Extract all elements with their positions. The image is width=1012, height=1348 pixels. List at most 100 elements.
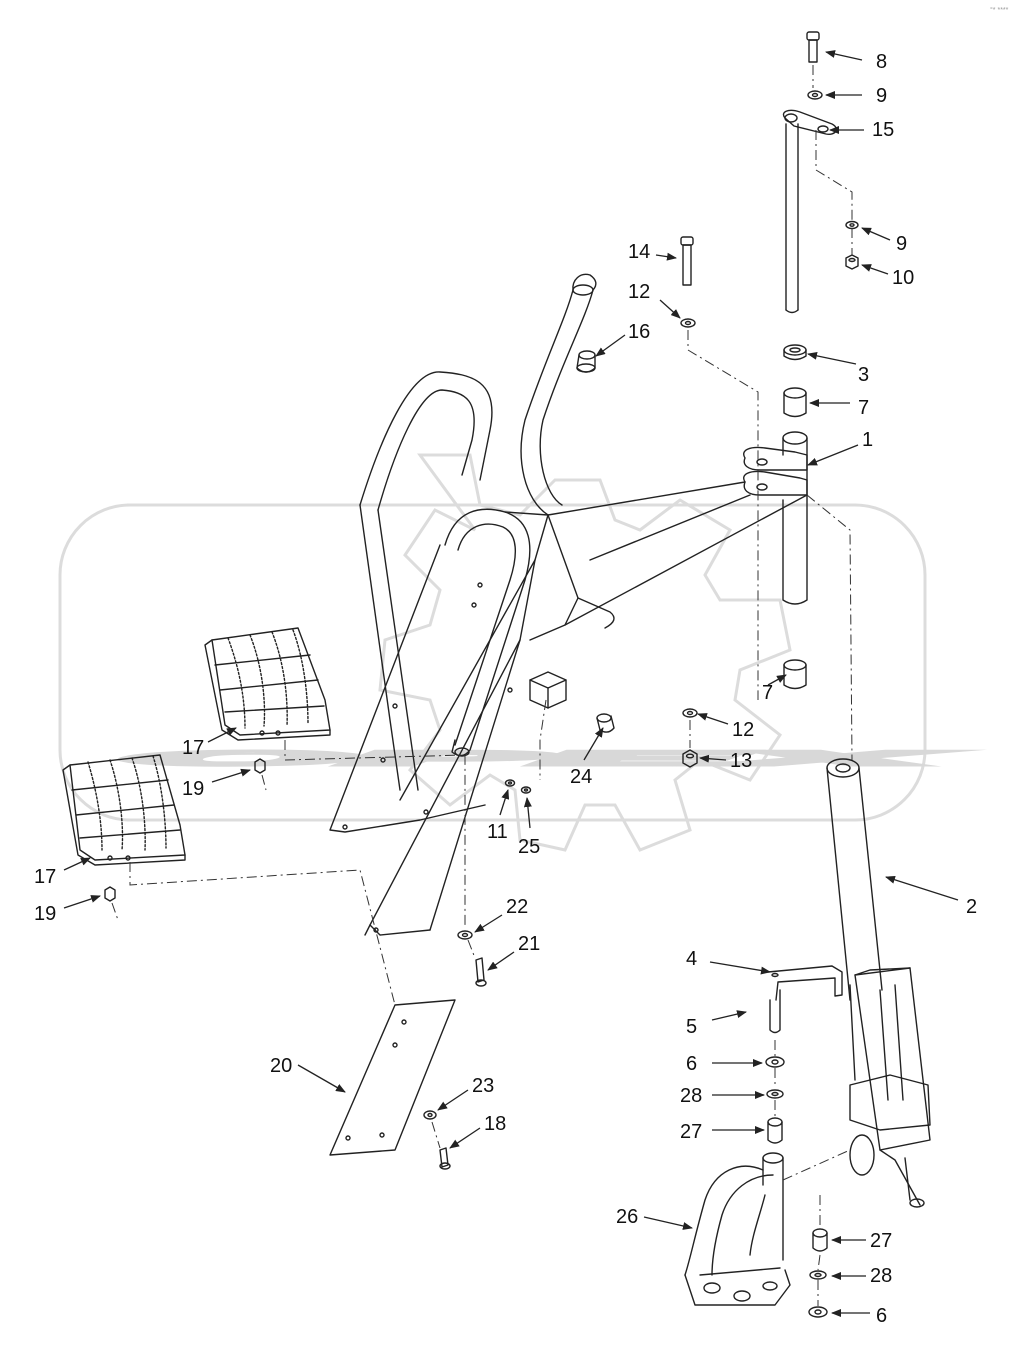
parts [62,31,931,1318]
washer-28b-icon [809,1270,827,1280]
callout-6-label: 6 [686,1053,697,1075]
callout-12b: 12 [697,713,754,741]
pin-5-icon [769,989,781,1034]
bushing-3-icon [783,344,807,361]
bumper-16-icon [576,350,596,373]
callout-16: 16 [595,321,650,357]
callout-9b: 9 [861,227,907,255]
callout-2: 2 [885,875,977,918]
callout-27-label: 27 [680,1121,702,1143]
bushing-27b-icon [812,1228,828,1252]
bolt-21-icon [475,957,487,987]
callout-24-label: 24 [570,766,592,788]
bushing-7-icon [783,387,807,418]
callout-4: 4 [686,948,771,975]
callout-22: 22 [474,896,528,933]
callout-19b-label: 19 [34,903,56,925]
washer-22-icon [457,930,473,940]
bolt-18-icon [439,1147,451,1170]
washer-6b-icon [808,1306,828,1318]
bolt-14-icon [680,236,694,286]
bracket-4-icon [767,965,843,1001]
bolt-8-icon [806,31,820,63]
callout-13: 13 [699,750,752,772]
watermark-frame [58,503,927,822]
callout-26-label: 26 [616,1206,638,1228]
washer-12-icon [680,318,696,328]
callout-2-label: 2 [966,896,977,918]
callout-9-label: 9 [876,85,887,107]
callout-11: 11 [487,789,510,843]
callout-27b: 27 [831,1230,892,1252]
shaft-15-icon [782,109,837,314]
arm-2-icon [826,758,931,1208]
callout-21-label: 21 [518,933,540,955]
handle-top-icon [520,273,597,516]
callout-19-label: 19 [182,778,204,800]
callout-20-label: 20 [270,1055,292,1077]
callout-15: 15 [829,119,894,141]
bumper-block-icon [529,671,567,709]
callout-27: 27 [680,1121,765,1143]
bracket-1-icon [547,431,808,626]
callouts: 8 9 15 9 10 1 4 12 16 [34,50,977,1327]
callout-28: 28 [680,1085,765,1107]
callout-18-label: 18 [484,1113,506,1135]
callout-18: 18 [449,1113,506,1149]
callout-5: 5 [686,1010,747,1038]
callout-15-label: 15 [872,119,894,141]
watermark-text: OPEX [125,748,949,770]
callout-9b-label: 9 [896,233,907,255]
callout-17: 17 [182,727,237,759]
callout-5-label: 5 [686,1016,697,1038]
nut-13-icon [682,749,698,768]
callout-11-label: 11 [487,821,508,843]
callout-6b: 6 [831,1305,887,1327]
step-17-upper-icon [204,627,331,741]
callout-19b: 19 [34,895,101,925]
callout-21: 21 [487,933,540,971]
nut-19-lower-icon [104,886,116,902]
step-17-lower-icon [62,754,186,866]
callout-23: 23 [437,1075,494,1111]
callout-3-label: 3 [858,364,869,386]
callout-23-label: 23 [472,1075,494,1097]
bushing-7b-icon [783,659,807,690]
callout-17-label: 17 [182,737,204,759]
nut-25-icon [520,786,532,794]
callout-19: 19 [182,768,251,800]
callout-12-label: 12 [628,281,650,303]
callout-12: 12 [628,281,681,319]
callout-7: 7 [809,397,869,419]
callout-1-label: 1 [862,429,873,451]
hoop-handle-icon [359,371,493,791]
callout-7-label: 7 [858,397,869,419]
bushing-27a-icon [767,1117,783,1144]
callout-25: 25 [518,797,540,858]
plate-20-icon [329,999,456,1156]
callout-26: 26 [616,1206,693,1230]
callout-13-label: 13 [730,750,752,772]
callout-12b-label: 12 [732,719,754,741]
callout-6b-label: 6 [876,1305,887,1327]
callout-28b: 28 [831,1265,892,1287]
nut-10-icon [845,254,859,270]
callout-16-label: 16 [628,321,650,343]
callout-28b-label: 28 [870,1265,892,1287]
callout-3: 3 [807,351,869,386]
washer-6a-icon [765,1056,785,1068]
callout-4-label: 4 [686,948,697,970]
callout-6: 6 [686,1053,763,1075]
callout-9: 9 [825,85,887,107]
watermark-gear-outline [378,453,792,852]
callout-7b-label: 7 [762,682,773,704]
callout-8-label: 8 [876,51,887,73]
callout-10: 10 [861,264,914,289]
nut-19-upper-icon [254,758,266,774]
callout-28-label: 28 [680,1085,702,1107]
callout-17b-label: 17 [34,866,56,888]
callout-25-label: 25 [518,836,540,858]
corner-mark: °* **** [990,6,1009,14]
callout-17b: 17 [34,857,91,888]
